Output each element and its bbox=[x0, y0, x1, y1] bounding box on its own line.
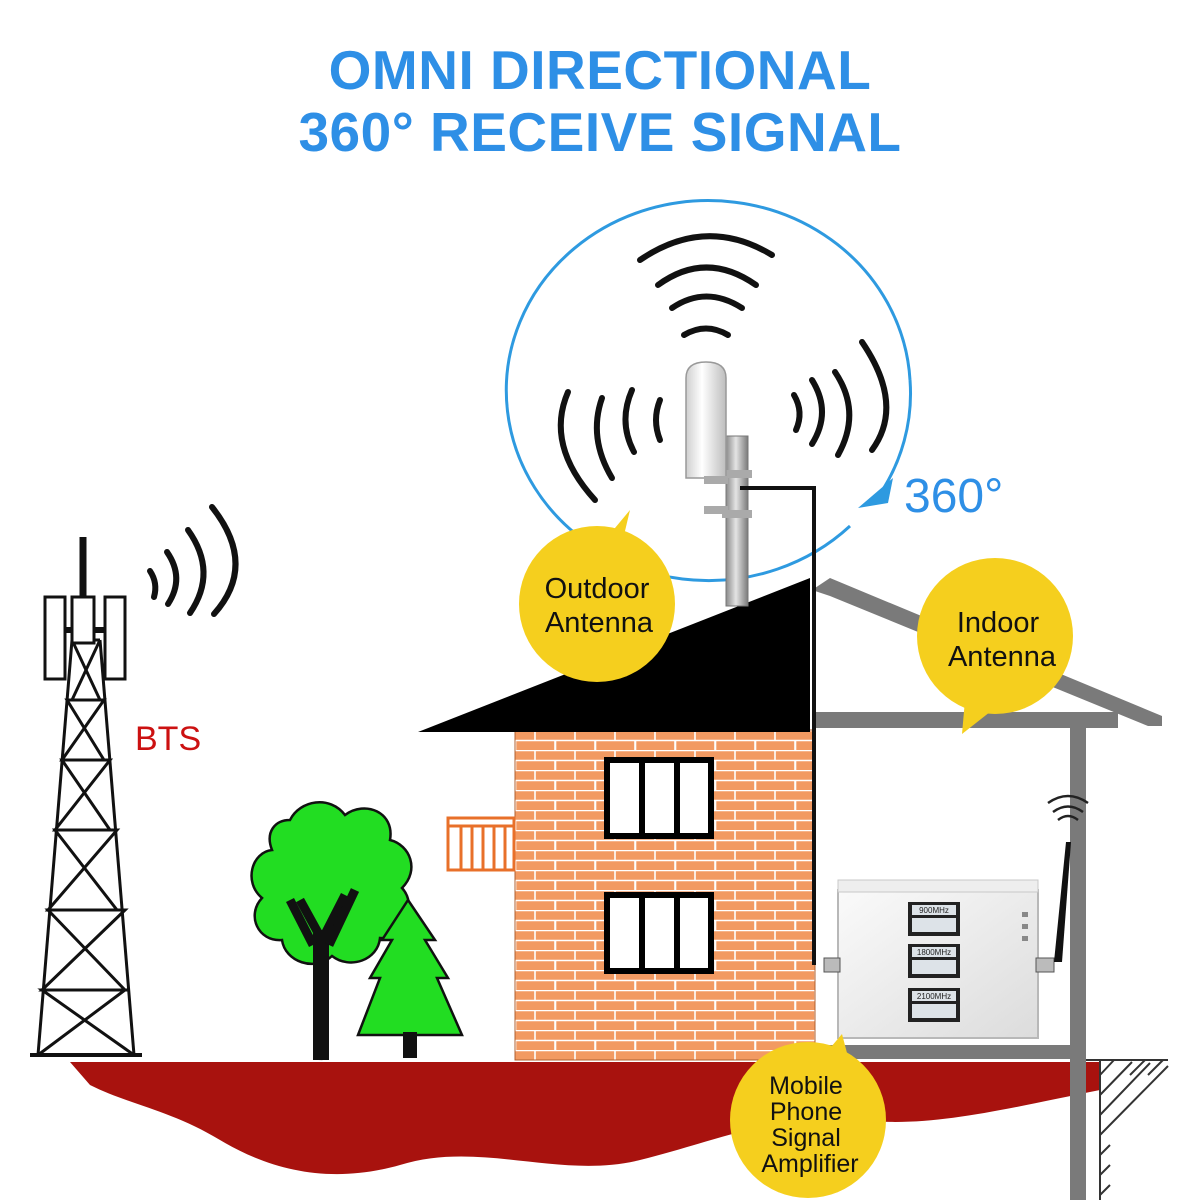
indoor-antenna-label-2: Antenna bbox=[948, 641, 1057, 673]
cable bbox=[740, 486, 816, 965]
outdoor-antenna bbox=[685, 361, 752, 607]
connector-right bbox=[1035, 957, 1055, 973]
rotation-arrow-icon bbox=[858, 478, 893, 508]
foundation-hatch bbox=[1086, 1059, 1169, 1200]
callout-indoor-antenna: Indoor Antenna bbox=[917, 558, 1073, 734]
indoor-antenna bbox=[1047, 794, 1089, 962]
bts-signal-waves bbox=[147, 504, 239, 617]
title-line-2: 360° RECEIVE SIGNAL bbox=[298, 101, 902, 163]
amplifier-label-3: Signal bbox=[771, 1124, 841, 1152]
amplifier-label-1: Mobile bbox=[769, 1072, 843, 1100]
outdoor-antenna-label-1: Outdoor bbox=[545, 573, 650, 605]
rotation-circle bbox=[504, 199, 912, 583]
amplifier-label-2: Phone bbox=[770, 1098, 842, 1126]
connector-left bbox=[823, 957, 841, 973]
bts-tower bbox=[30, 537, 142, 1057]
callout-outdoor-antenna: Outdoor Antenna bbox=[519, 510, 675, 682]
indoor-antenna-label-1: Indoor bbox=[957, 607, 1040, 639]
tree-pine bbox=[356, 897, 464, 1058]
ground bbox=[70, 1062, 1100, 1175]
tree-deciduous bbox=[250, 801, 413, 1061]
outdoor-antenna-label-2: Antenna bbox=[545, 607, 654, 639]
amplifier-leds bbox=[1022, 912, 1028, 941]
title-line-1: OMNI DIRECTIONAL bbox=[328, 39, 872, 101]
balcony-railing bbox=[446, 816, 516, 872]
bts-lattice bbox=[37, 639, 135, 1057]
signal-amplifier: 900MHz 1800MHz 2100MHz bbox=[823, 879, 1055, 1039]
window-upper bbox=[604, 757, 714, 839]
amplifier-label-4: Amplifier bbox=[761, 1150, 858, 1178]
bts-panel-left bbox=[43, 595, 67, 681]
bts-label: BTS bbox=[135, 720, 201, 758]
amplifier-panel-3: 2100MHz bbox=[908, 988, 960, 1022]
rotation-label: 360° bbox=[904, 470, 1003, 523]
callout-amplifier: Mobile Phone Signal Amplifier bbox=[730, 1034, 886, 1198]
amplifier-panel-1-label: 900MHz bbox=[919, 906, 949, 915]
antenna-signal-waves bbox=[557, 233, 890, 503]
amplifier-panel-3-label: 2100MHz bbox=[917, 992, 951, 1001]
amplifier-panel-1: 900MHz bbox=[908, 902, 960, 936]
bts-panel-right bbox=[103, 595, 127, 681]
amplifier-panel-2: 1800MHz bbox=[908, 944, 960, 978]
amplifier-panel-2-label: 1800MHz bbox=[917, 948, 951, 957]
window-lower bbox=[604, 892, 714, 974]
